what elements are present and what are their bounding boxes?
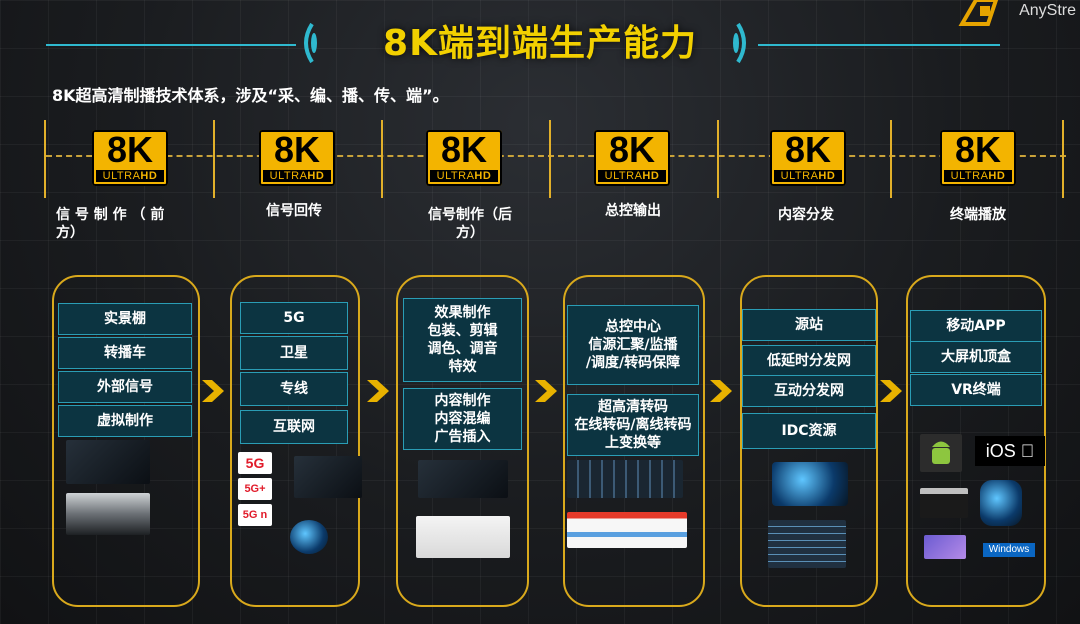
5g-logo-icon: 5G (238, 452, 272, 474)
globe-network-image (290, 520, 328, 554)
tag-item: 大屏机顶盒 (910, 341, 1042, 373)
arrow-right-icon (202, 380, 224, 402)
logo-ultrahd-text: ULTRAHD (263, 170, 331, 182)
column-terminal-playback (906, 275, 1046, 607)
transcoding-dashboard-image (567, 512, 687, 548)
logo-8k-text: 8K (273, 129, 321, 170)
tag-item: 内容制作 内容混编 广告插入 (403, 388, 522, 450)
tag-item: 专线 (240, 372, 348, 406)
logo-ultrahd-text: ULTRAHD (430, 170, 498, 182)
tag-item: 互联网 (240, 410, 348, 444)
data-center-image (768, 520, 846, 568)
logo-8k-text: 8K (106, 129, 154, 170)
virtual-studio-image (66, 493, 150, 535)
logo-8k-text: 8K (608, 129, 656, 170)
tag-item: 源站 (742, 309, 876, 341)
logo-8k-text: 8K (440, 129, 488, 170)
column-master-output (563, 275, 705, 607)
timeline-line (46, 155, 1066, 157)
tag-item: 卫星 (240, 336, 348, 370)
arrow-right-icon (535, 380, 557, 402)
title-ear-left-icon (304, 22, 317, 64)
cdn-globe-image (772, 462, 848, 506)
5g-n-logo-icon: 5G n (238, 504, 272, 526)
stage-label: 信 号 制 作 （ 前 方） (56, 207, 165, 241)
arrow-right-icon (880, 380, 902, 402)
timeline-tick (549, 120, 551, 198)
monitor-wall-image (567, 460, 683, 498)
tag-item: 超高清转码 在线转码/离线转码 上变换等 (567, 394, 699, 456)
tag-item: 效果制作 包装、剪辑 调色、调音 特效 (403, 298, 522, 382)
tag-item: IDC资源 (742, 413, 876, 449)
logo-8k-text: 8K (954, 129, 1002, 170)
logo-ultrahd-text: ULTRAHD (944, 170, 1012, 182)
tag-item: 总控中心 信源汇聚/监播 /调度/转码保障 (567, 305, 699, 385)
satellite-image (294, 456, 362, 498)
tag-item: 移动APP (910, 310, 1042, 342)
stage-label: 内容分发 (778, 207, 834, 223)
set-top-box-image (920, 488, 968, 518)
broadcast-truck-image (66, 440, 150, 484)
android-icon (920, 434, 962, 472)
tag-item: 外部信号 (58, 371, 192, 403)
logo-8k-text: 8K (784, 129, 832, 170)
stage-label: 终端播放 (950, 207, 1006, 223)
arrow-right-icon (367, 380, 389, 402)
timeline-tick (890, 120, 892, 198)
timeline-tick (717, 120, 719, 198)
column-signal-return (230, 275, 360, 607)
tag-item: 5G (240, 302, 348, 334)
column-signal-back (396, 275, 529, 607)
stage-label: 总控输出 (605, 203, 661, 219)
brand-logo-icon (958, 0, 999, 26)
column-content-distribution (740, 275, 878, 607)
tag-item: 虚拟制作 (58, 405, 192, 437)
tag-item: VR终端 (910, 374, 1042, 406)
stage-label: 信号回传 (266, 203, 322, 219)
windows-orb-image (980, 480, 1022, 526)
timeline-tick (44, 120, 46, 198)
page-title: 8K端到端生产能力 (383, 23, 697, 64)
content-editor-image (416, 516, 510, 558)
tablet-image (924, 535, 966, 559)
tag-item: 实景棚 (58, 303, 192, 335)
title-line-left (46, 44, 296, 46)
editing-software-image (418, 460, 508, 498)
logo-ultrahd-text: ULTRAHD (774, 170, 842, 182)
subtitle: 8K超高清制播技术体系，涉及“采、编、播、传、端”。 (52, 86, 449, 105)
brand-name: AnyStre (1019, 2, 1076, 19)
arrow-right-icon (710, 380, 732, 402)
logo-ultrahd-text: ULTRAHD (598, 170, 666, 182)
tag-item: 低延时分发网 (742, 345, 876, 377)
logo-ultrahd-text: ULTRAHD (96, 170, 164, 182)
ios-logo-icon: iOS  (975, 436, 1045, 466)
timeline-tick (213, 120, 215, 198)
title-ear-right-icon (733, 22, 746, 64)
timeline-tick (381, 120, 383, 198)
column-signal-front (52, 275, 200, 607)
windows-logo-icon: Windows (983, 543, 1035, 557)
title-line-right (758, 44, 1000, 46)
tag-item: 互动分发网 (742, 375, 876, 407)
stage-label: 信号制作（后 方） (428, 207, 512, 241)
5g-plus-logo-icon: 5G+ (238, 478, 272, 500)
timeline-tick (1062, 120, 1064, 198)
tag-item: 转播车 (58, 337, 192, 369)
